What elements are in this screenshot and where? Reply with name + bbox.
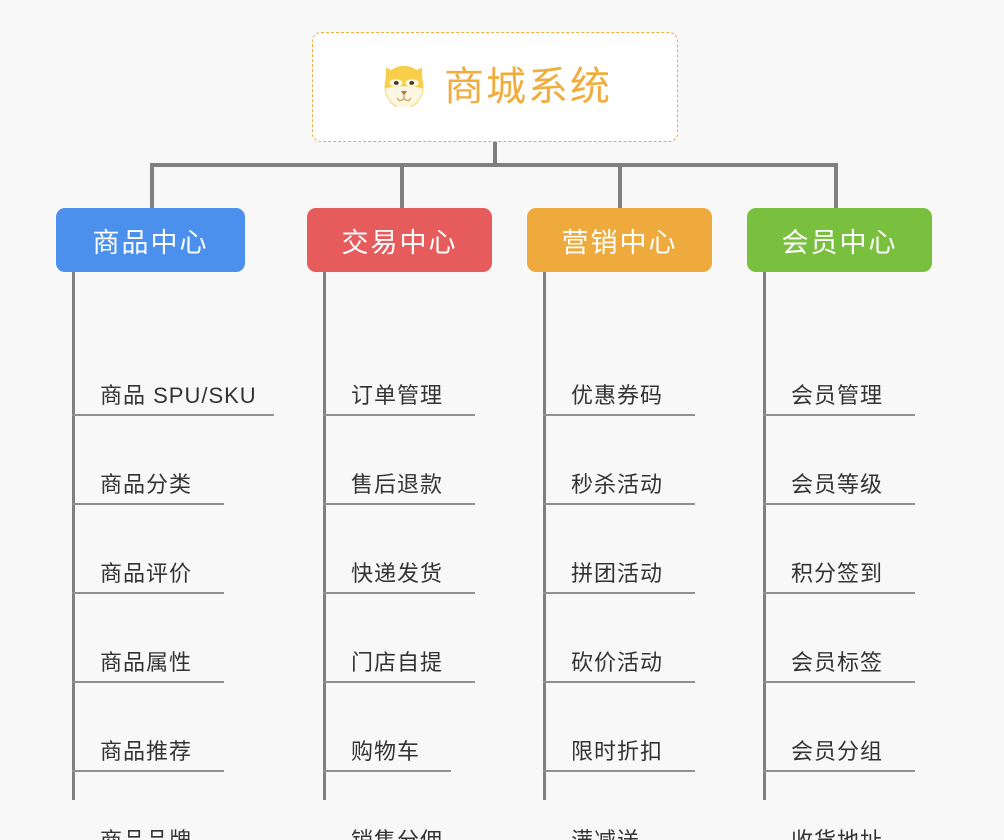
connector-drop-3 bbox=[618, 163, 622, 210]
category-column-trade: 交易中心 订单管理 售后退款 快递发货 门店自提 购物车 bbox=[307, 208, 517, 840]
connector-root-stem bbox=[493, 142, 497, 165]
item-label: 砍价活动 bbox=[571, 650, 664, 675]
item-underline bbox=[72, 681, 224, 683]
item-label: 优惠券码 bbox=[571, 383, 664, 408]
item-underline bbox=[323, 592, 475, 594]
item-label: 订单管理 bbox=[351, 383, 444, 408]
item-label: 秒杀活动 bbox=[571, 472, 664, 497]
item-underline bbox=[543, 592, 695, 594]
category-column-marketing: 营销中心 优惠券码 秒杀活动 拼团活动 砍价活动 限时折扣 bbox=[527, 208, 737, 840]
category-column-product: 商品中心 商品 SPU/SKU 商品分类 商品评价 商品属性 商品推荐 bbox=[56, 208, 274, 840]
item-label: 积分签到 bbox=[791, 561, 884, 586]
item-underline bbox=[763, 770, 915, 772]
item-underline bbox=[323, 503, 475, 505]
item-label: 商品评价 bbox=[100, 561, 193, 586]
item-label: 收货地址 bbox=[791, 823, 883, 840]
category-header-label: 会员中心 bbox=[781, 227, 898, 258]
item-label: 销售分佣 bbox=[351, 823, 443, 840]
item-underline bbox=[763, 681, 915, 683]
category-header-marketing[interactable]: 营销中心 bbox=[527, 208, 712, 272]
item-underline bbox=[72, 592, 224, 594]
item-underline bbox=[763, 414, 915, 416]
category-header-product[interactable]: 商品中心 bbox=[56, 208, 245, 272]
connector-drop-4 bbox=[834, 163, 838, 210]
connector-drop-2 bbox=[400, 163, 404, 210]
item-label: 会员等级 bbox=[791, 472, 884, 497]
category-header-label: 营销中心 bbox=[561, 227, 678, 258]
item-label: 商品属性 bbox=[100, 650, 193, 675]
item-underline bbox=[323, 681, 475, 683]
item-label: 商品 SPU/SKU bbox=[100, 383, 257, 408]
item-underline bbox=[763, 592, 915, 594]
item-underline bbox=[72, 503, 224, 505]
item-label: 售后退款 bbox=[351, 472, 444, 497]
column-spine bbox=[323, 272, 326, 800]
category-column-member: 会员中心 会员管理 会员等级 积分签到 会员标签 会员分组 bbox=[747, 208, 957, 840]
item-label: 会员标签 bbox=[791, 650, 884, 675]
item-label: 满减送 bbox=[571, 823, 640, 840]
item-label: 商品品牌 bbox=[100, 823, 192, 840]
item-underline bbox=[323, 414, 475, 416]
item-label: 购物车 bbox=[351, 739, 421, 764]
root-node-mall-system[interactable]: 商城系统 bbox=[312, 32, 678, 142]
category-header-trade[interactable]: 交易中心 bbox=[307, 208, 492, 272]
column-spine bbox=[763, 272, 766, 800]
column-spine bbox=[72, 272, 75, 800]
item-label: 会员分组 bbox=[791, 739, 884, 764]
item-label: 门店自提 bbox=[351, 650, 444, 675]
item-underline bbox=[543, 414, 695, 416]
item-label: 商品分类 bbox=[100, 472, 193, 497]
item-underline bbox=[763, 503, 915, 505]
item-underline bbox=[543, 681, 695, 683]
category-header-member[interactable]: 会员中心 bbox=[747, 208, 932, 272]
item-underline bbox=[72, 770, 224, 772]
item-label: 拼团活动 bbox=[571, 561, 664, 586]
item-label: 商品推荐 bbox=[100, 739, 193, 764]
connector-horizontal-bus bbox=[150, 163, 838, 167]
shiba-dog-face-icon bbox=[384, 65, 424, 108]
root-node-title: 商城系统 bbox=[444, 65, 612, 109]
item-label: 会员管理 bbox=[791, 383, 884, 408]
item-label: 快递发货 bbox=[351, 561, 444, 586]
item-underline bbox=[543, 503, 695, 505]
connector-drop-1 bbox=[150, 163, 154, 210]
category-header-label: 交易中心 bbox=[341, 227, 458, 258]
item-label: 限时折扣 bbox=[571, 739, 664, 764]
item-underline bbox=[323, 770, 451, 772]
category-header-label: 商品中心 bbox=[92, 227, 209, 258]
column-spine bbox=[543, 272, 546, 800]
item-underline bbox=[543, 770, 695, 772]
item-underline bbox=[72, 414, 274, 416]
